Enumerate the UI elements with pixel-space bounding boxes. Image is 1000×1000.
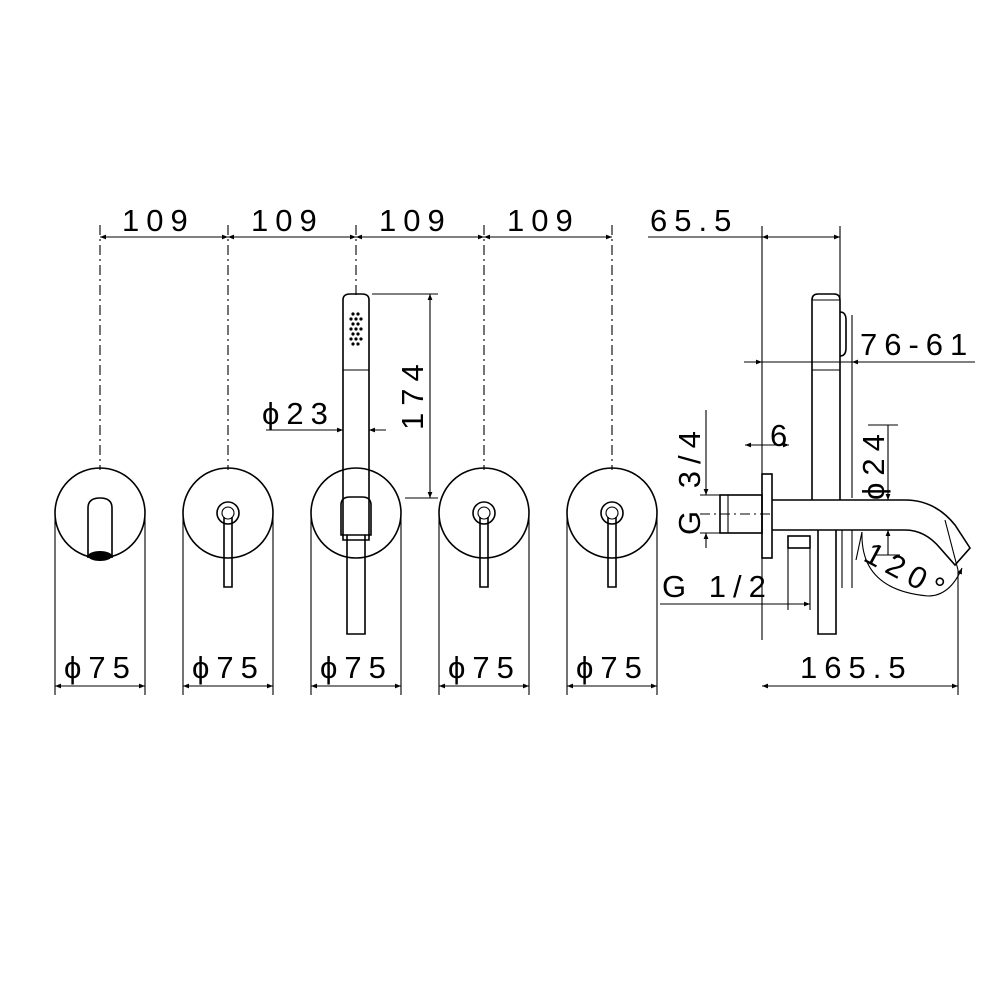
outlet-thread-label: G 1/2 <box>662 569 773 604</box>
hand-shower-front-view: 174 ϕ23 <box>262 293 438 635</box>
spray-nozzles <box>349 312 363 346</box>
side-offset-label: 65.5 <box>650 203 738 238</box>
center-lines <box>99 225 613 470</box>
plate-diameter-dimensions: ϕ75 ϕ75 ϕ75 ϕ75 ϕ75 <box>54 518 658 695</box>
spout-front-view <box>54 467 146 561</box>
spout-outlet <box>88 551 112 561</box>
inlet-thread-label: G 3/4 <box>672 424 707 535</box>
plate-diameter-label-5: ϕ75 <box>576 650 649 685</box>
plate-diameter-label-2: ϕ75 <box>192 650 265 685</box>
plate-diameter-label-4: ϕ75 <box>448 650 521 685</box>
swivel-angle-label: 120° <box>859 535 957 609</box>
spacing-label-1: 109 <box>122 203 195 238</box>
mixer-front-view-3 <box>566 467 658 588</box>
side-view: 65.5 76-61 6 G 3/4 <box>648 203 975 695</box>
plate-diameter-label-3: ϕ75 <box>320 650 393 685</box>
hand-shower-length-label: 174 <box>395 357 430 430</box>
hand-shower-diameter-label: ϕ23 <box>262 396 335 431</box>
spacing-label-2: 109 <box>251 203 324 238</box>
spacing-label-4: 109 <box>507 203 580 238</box>
plate-diameter-label-1: ϕ75 <box>64 650 137 685</box>
projection-range-label: 76-61 <box>860 327 974 362</box>
spout-reach-label: 165.5 <box>800 650 913 685</box>
spout-diameter-label: ϕ24 <box>856 427 891 500</box>
spacing-dimension-chain: 109 109 109 109 <box>100 203 612 240</box>
flange-thickness-label: 6 <box>770 418 794 453</box>
mixer-front-view-2 <box>438 467 530 588</box>
mixer-front-view-1 <box>182 467 274 588</box>
spacing-label-3: 109 <box>379 203 452 238</box>
